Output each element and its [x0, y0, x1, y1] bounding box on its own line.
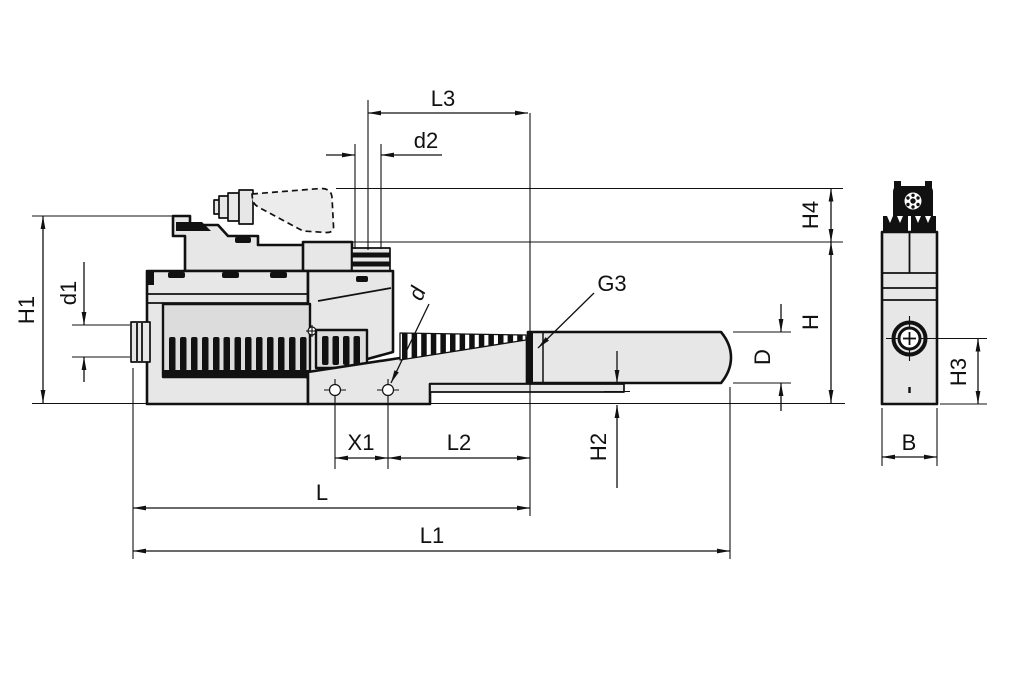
top-port-block [301, 240, 391, 273]
phantom-plug-body [251, 187, 335, 234]
side-body [880, 230, 939, 406]
dim-L: L [133, 480, 530, 511]
front-view [130, 187, 733, 406]
dim-label-X1: X1 [348, 430, 375, 455]
dim-H4: H4 [798, 188, 834, 242]
dim-label-H1: H1 [14, 296, 39, 324]
dim-L3: L3 [368, 86, 528, 116]
dim-L2: L2 [388, 430, 530, 461]
piston-rod [526, 330, 733, 385]
phantom-connector [213, 187, 335, 234]
dim-label-d: d [403, 283, 431, 304]
dim-H3: H3 [946, 338, 981, 404]
dim-H2: H2 [586, 351, 620, 488]
leader-G3: G3 [537, 271, 627, 349]
dim-H: H [798, 242, 834, 403]
left-fitting [130, 321, 151, 363]
dim-label-H3: H3 [946, 358, 971, 386]
dim-B: B [882, 430, 937, 460]
dim-label-d2: d2 [414, 128, 438, 153]
dim-d2: d2 [326, 128, 442, 158]
dim-label-L: L [316, 480, 328, 505]
mounting-bracket [171, 214, 310, 273]
dimensions: H1 d1 L3 d2 H4 H D [14, 86, 981, 554]
side-connector [893, 181, 933, 216]
side-view [880, 181, 939, 406]
side-castellation [883, 216, 936, 232]
dim-label-H4: H4 [798, 201, 823, 229]
bellows-section-2 [314, 328, 369, 370]
dim-H1: H1 [14, 216, 46, 403]
dim-D: D [750, 304, 784, 411]
dim-label-d1: d1 [56, 281, 81, 305]
dim-label-B: B [902, 430, 917, 455]
wedge-bellows [399, 332, 527, 361]
dim-label-L1: L1 [420, 523, 444, 548]
dim-L1: L1 [133, 523, 730, 554]
dim-label-H2: H2 [586, 433, 611, 461]
dim-label-L3: L3 [431, 86, 455, 111]
dim-label-D: D [750, 349, 775, 365]
dim-X1: X1 [335, 430, 388, 461]
bellows-section-1 [161, 302, 312, 379]
dim-label-L2: L2 [447, 430, 471, 455]
dim-d1: d1 [56, 262, 87, 382]
dim-label-G3: G3 [597, 271, 626, 296]
dim-label-H: H [798, 314, 823, 330]
